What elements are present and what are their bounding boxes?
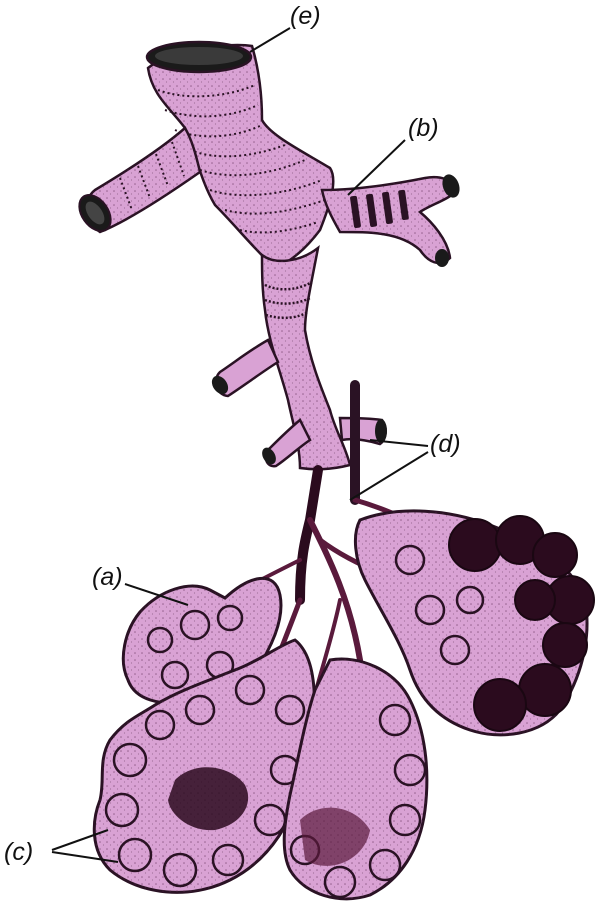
label-c: (c) [4,838,33,866]
right-bronchus-branch [322,172,463,267]
left-bronchus-branch [73,128,200,237]
label-d: (d) [430,430,461,458]
label-a: (a) [92,563,123,591]
descending-bronchus [209,248,387,469]
label-b: (b) [408,114,439,142]
label-e: (e) [290,2,321,30]
